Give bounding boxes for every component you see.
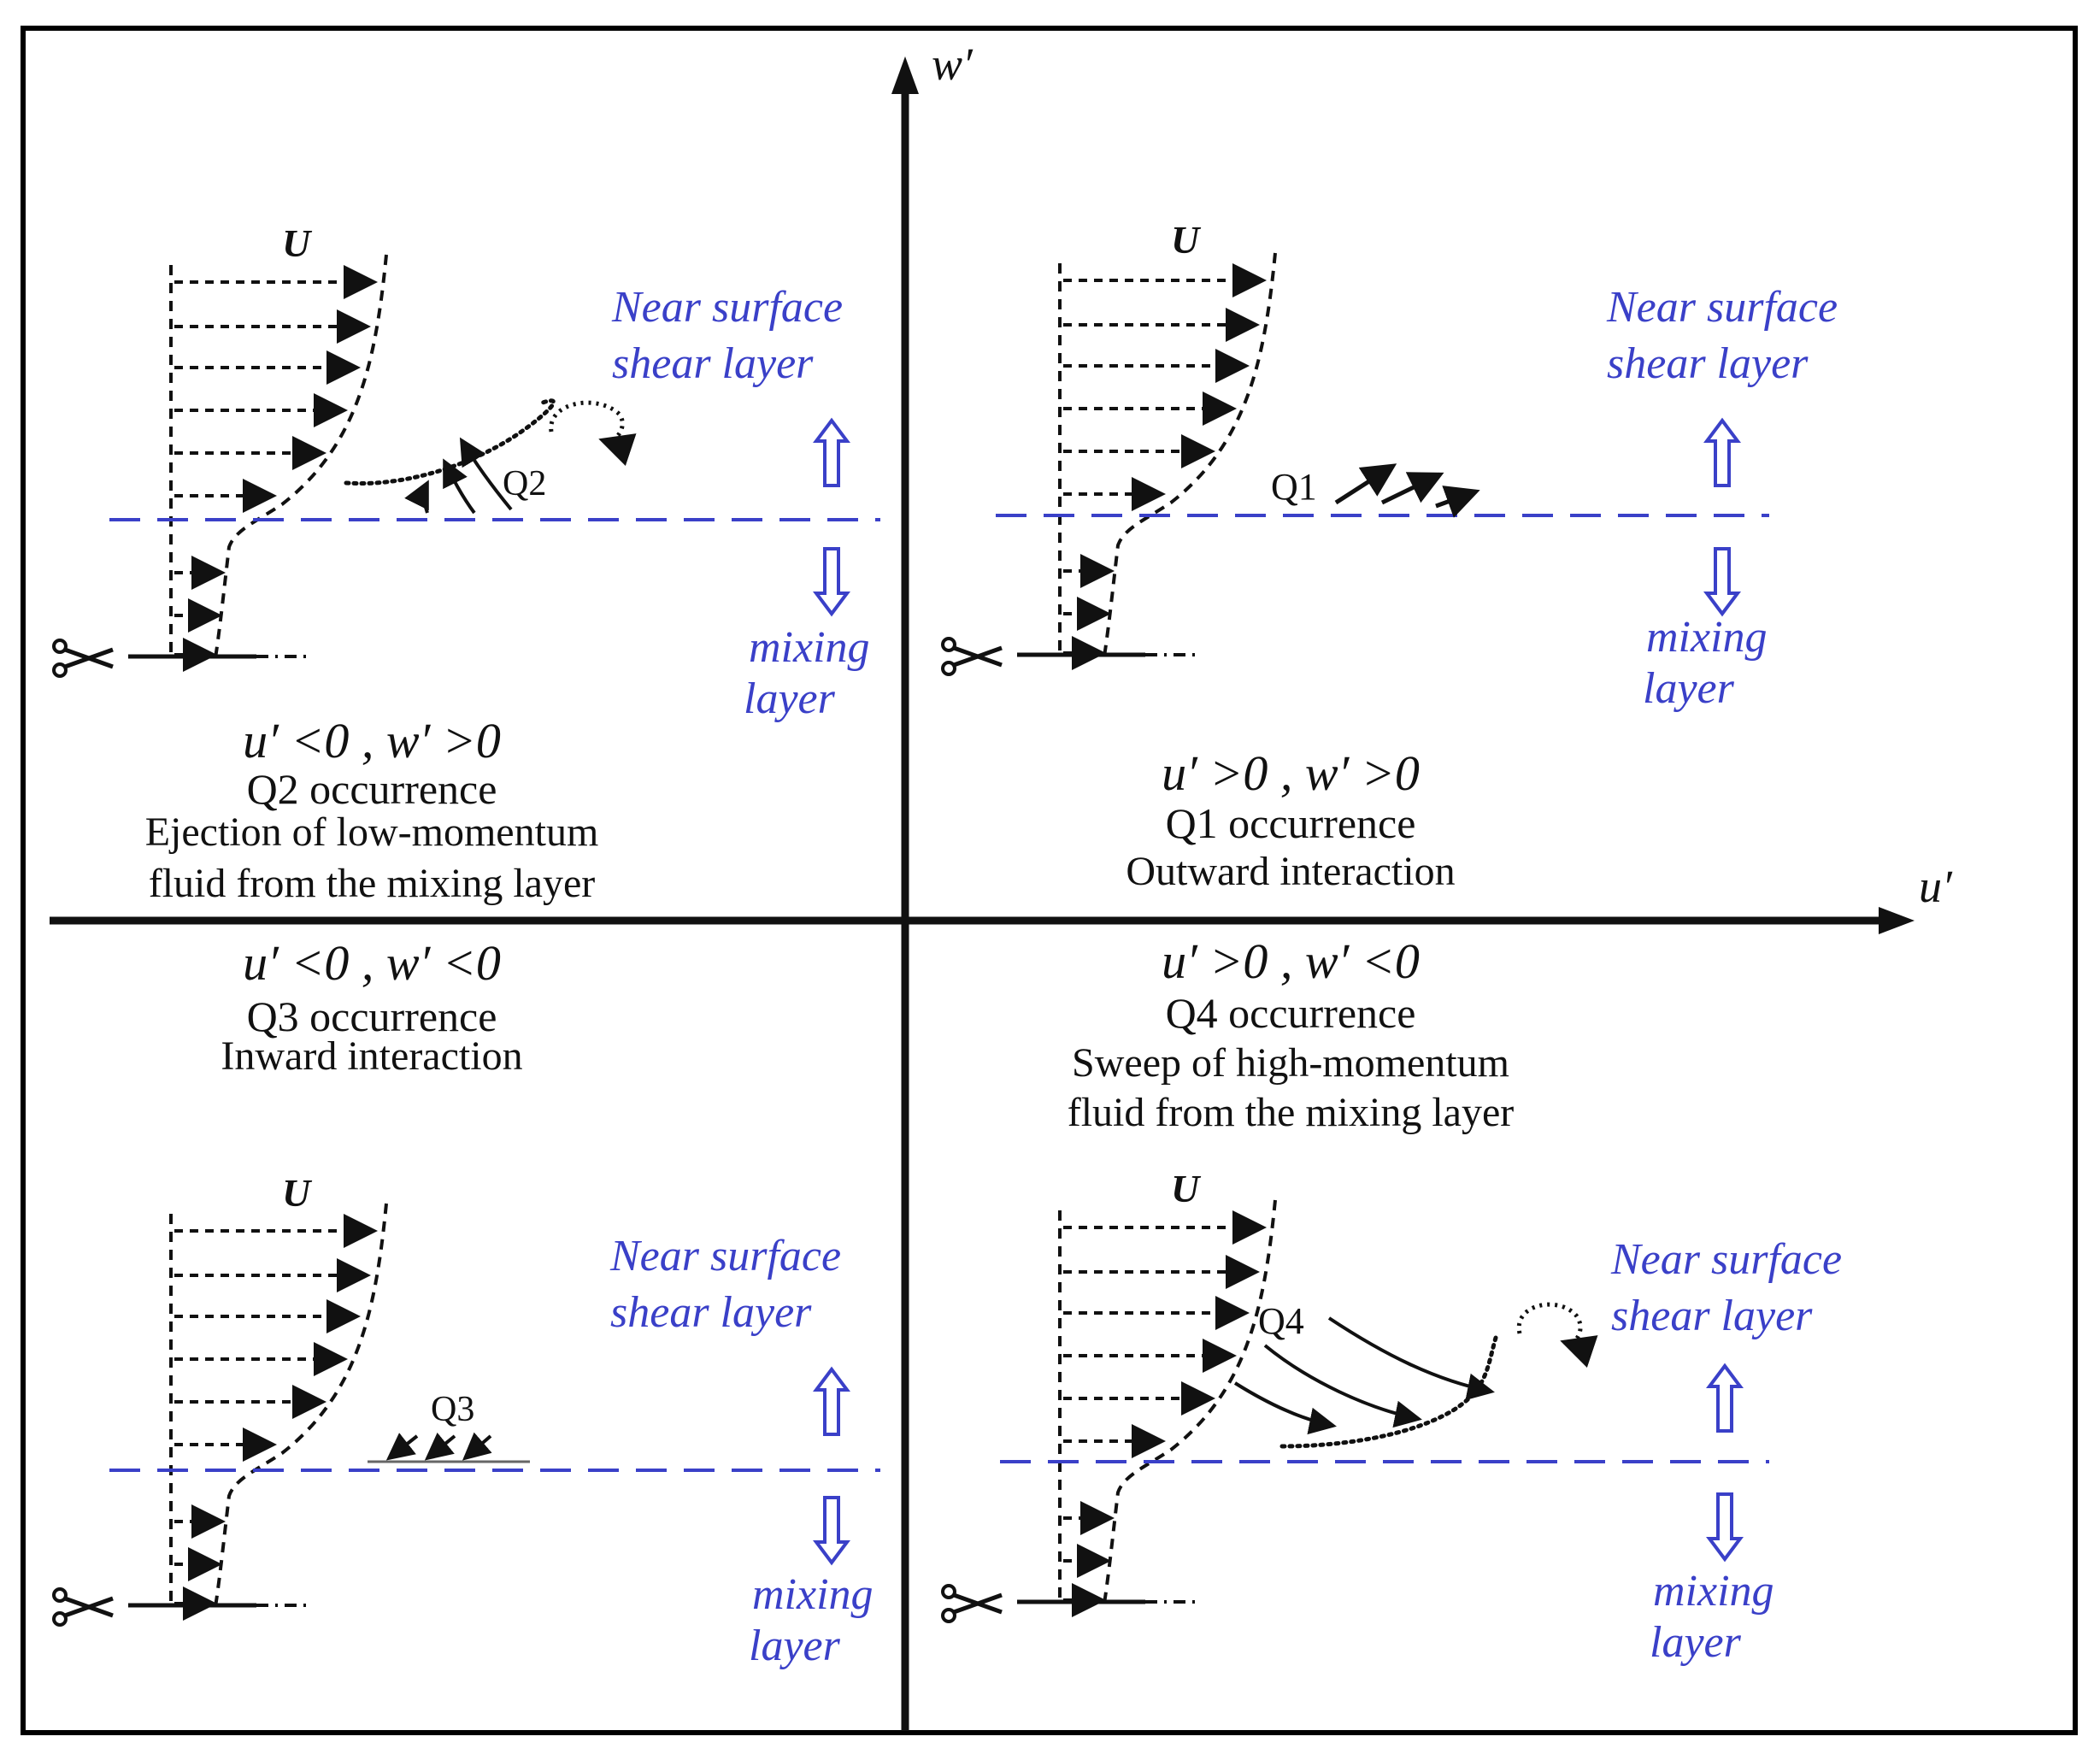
q3-condition: u′ <0 , w′ <0	[243, 935, 501, 991]
q1-event-label: Q1	[1271, 466, 1317, 508]
q1-up-arrow-icon	[1703, 417, 1741, 487]
q1-near-surface-line2: shear layer	[1607, 339, 1809, 388]
q3-scissors-icon	[52, 1587, 114, 1627]
q2-velocity-profile	[52, 254, 388, 678]
q1-profile-label: U	[1171, 218, 1200, 262]
w-prime-axis-label: w′	[932, 38, 973, 90]
q3-near-surface-line1: Near surface	[610, 1232, 842, 1280]
q4-mixing-line2: layer	[1650, 1618, 1741, 1667]
q4-sweep-arrow	[1327, 1316, 1495, 1401]
q2-ejection-arrow	[404, 480, 429, 514]
q2-event-label: Q2	[503, 464, 547, 503]
q3-mixing-line1: mixing	[752, 1570, 874, 1619]
q3-velocity-profile	[52, 1203, 388, 1627]
u-prime-axis-label: u′	[1919, 861, 1952, 912]
q1-outward-arrow	[1435, 486, 1480, 518]
q4-profile-label: U	[1171, 1167, 1200, 1210]
q4-velocity-profile	[941, 1199, 1277, 1623]
q3-profile-curve	[214, 1203, 388, 1608]
q4-event-label: Q4	[1258, 1300, 1304, 1342]
q2-occurrence: Q2 occurrence	[246, 765, 497, 813]
q3-near-surface-line2: shear layer	[610, 1288, 812, 1337]
q2-up-arrow-icon	[813, 417, 850, 487]
q2-mixing-line2: layer	[744, 674, 835, 723]
q2-near-surface-line2: shear layer	[612, 339, 814, 388]
q3-description-line1: Inward interaction	[221, 1033, 523, 1079]
q3-down-arrow-icon	[813, 1496, 850, 1566]
q3-inward-arrow	[385, 1433, 419, 1461]
q1-outward-arrow	[1380, 472, 1444, 505]
q1-outward-arrow	[1334, 463, 1397, 505]
q1-mixing-line1: mixing	[1646, 613, 1768, 662]
q1-mixing-line2: layer	[1643, 664, 1734, 713]
q3-profile-label: U	[282, 1171, 311, 1215]
q2-near-surface-line1: Near surface	[612, 283, 844, 332]
q4-condition: u′ >0 , w′ <0	[1162, 933, 1420, 989]
q4-sweep-arrow	[1233, 1381, 1337, 1435]
q4-down-arrow-icon	[1706, 1492, 1744, 1563]
q4-description-line2: fluid from the mixing layer	[1067, 1090, 1515, 1135]
q3-inward-arrow	[462, 1432, 492, 1461]
q4-near-surface-line1: Near surface	[1611, 1235, 1843, 1284]
q3-inward-arrow	[424, 1432, 456, 1461]
q1-occurrence: Q1 occurrence	[1165, 799, 1416, 847]
q4-scissors-icon	[941, 1584, 1003, 1623]
q2-ejection-arrow	[459, 437, 513, 511]
q4-description-line1: Sweep of high-momentum	[1072, 1040, 1509, 1086]
q2-profile-label: U	[282, 221, 311, 265]
q4-near-surface-line2: shear layer	[1611, 1292, 1813, 1340]
q3-occurrence: Q3 occurrence	[246, 992, 497, 1040]
q4-mixing-line1: mixing	[1653, 1567, 1774, 1616]
q2-ejection-dotted-curve	[344, 398, 556, 486]
q1-velocity-profile	[941, 252, 1277, 676]
q2-condition: u′ <0 , w′ >0	[243, 713, 501, 768]
q4-vortex-icon	[1516, 1302, 1598, 1369]
u-axis-arrowhead	[1879, 907, 1915, 934]
q1-scissors-icon	[941, 637, 1003, 676]
q2-description-line2: fluid from the mixing layer	[148, 861, 596, 906]
q2-mixing-line1: mixing	[749, 623, 870, 672]
q2-down-arrow-icon	[813, 547, 850, 617]
q3-up-arrow-icon	[813, 1366, 850, 1436]
q3-mixing-line2: layer	[749, 1622, 840, 1670]
q2-description-line1: Ejection of low-momentum	[144, 809, 599, 855]
q4-occurrence: Q4 occurrence	[1165, 989, 1416, 1037]
q4-profile-curve	[1103, 1199, 1277, 1604]
w-axis-arrowhead	[891, 56, 919, 94]
q2-vortex-icon	[549, 400, 637, 467]
q1-profile-curve	[1103, 252, 1277, 657]
q2-ejection-arrow	[443, 458, 476, 515]
q3-event-label: Q3	[431, 1390, 475, 1429]
q1-down-arrow-icon	[1703, 547, 1741, 617]
q4-sweep-dotted-curve	[1279, 1335, 1498, 1449]
q2-scissors-icon	[52, 639, 114, 678]
q2-profile-curve	[214, 254, 388, 659]
q1-near-surface-line1: Near surface	[1607, 283, 1838, 332]
q1-condition: u′ >0 , w′ >0	[1162, 745, 1420, 801]
q4-sweep-arrow	[1263, 1344, 1422, 1428]
q4-up-arrow-icon	[1706, 1363, 1744, 1433]
q1-description-line1: Outward interaction	[1126, 849, 1456, 894]
